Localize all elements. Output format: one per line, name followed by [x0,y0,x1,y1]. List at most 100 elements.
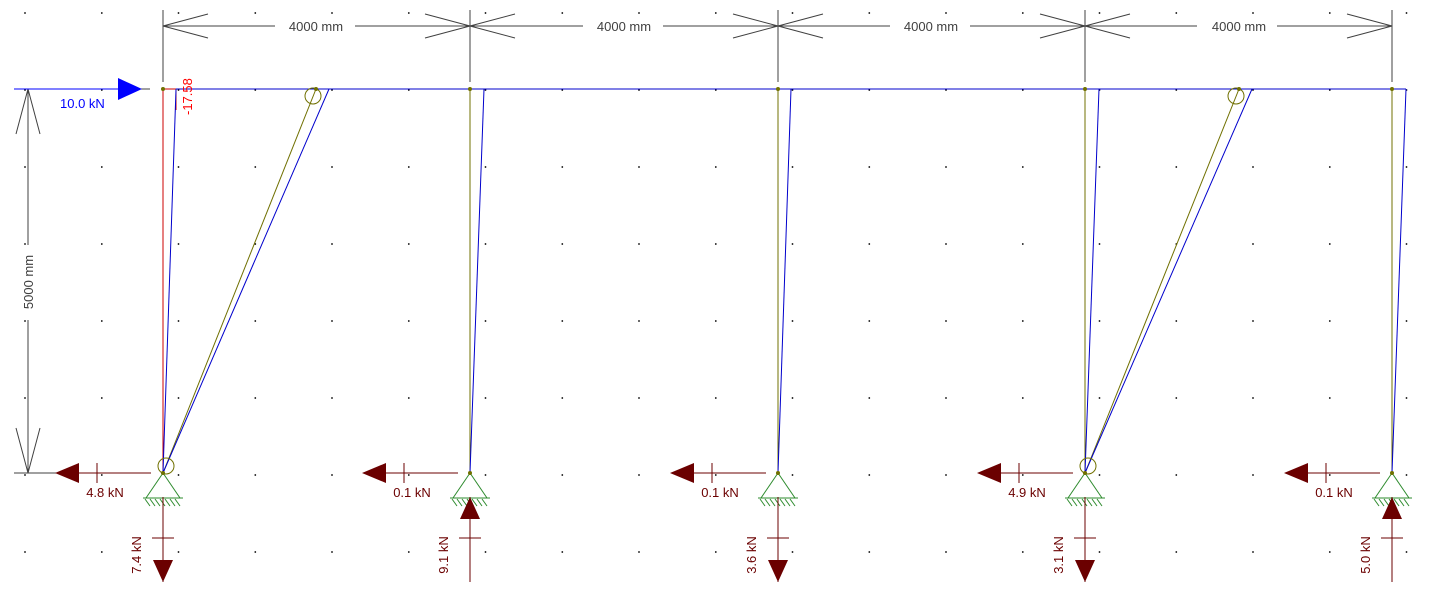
grid-dot [24,474,26,476]
grid-dot [484,474,487,476]
dim-label-span-3: 4000 mm [904,19,958,34]
grid-dot [407,320,410,322]
grid-dot [254,12,257,14]
grid-dot [714,397,717,399]
arrow-left-icon [670,463,694,483]
grid-dot [1328,397,1331,399]
grid-dot [407,474,410,476]
arrow-down-icon [768,560,788,582]
grid-dot [1021,166,1024,168]
grid-dot [714,551,717,553]
grid-dot [177,89,180,91]
vertical-reaction-label: 3.1 kN [1051,536,1066,574]
support-3: 0.1 kN3.6 kN [670,463,798,582]
grid-dot [561,89,564,91]
supports-layer: 4.8 kN7.4 kN 0.1 kN 9.1 kN 0.1 kN3.6 kN 4.9 … [55,463,1412,582]
grid-dot [1021,89,1024,91]
grid-dot [714,320,717,322]
grid-dot [945,397,947,399]
grid-dot [638,397,640,399]
grid-dot [331,89,333,91]
grid-dot [254,474,257,476]
horizontal-reaction-label: 0.1 kN [1315,485,1353,500]
grid-dot [177,12,180,14]
grid-dot [484,551,487,553]
grid-dot [561,551,564,553]
hinge-circle-icon [1079,457,1097,475]
hinge-circle-icon [1227,87,1245,105]
grid-dot [1021,551,1024,553]
grid-dot [791,320,794,322]
dim-label-span-4: 4000 mm [1212,19,1266,34]
grid-dot [714,243,717,245]
support-1: 4.8 kN7.4 kN [55,463,183,582]
grid-dot [868,89,871,91]
top-dimension [162,10,1393,82]
grid-dot [1252,89,1254,91]
grid-dot [868,397,871,399]
grid-dot [638,89,640,91]
grid-dot [100,320,103,322]
grid-dot [1175,166,1178,168]
grid-dot [638,474,640,476]
support-4: 4.9 kN 3.1 kN [977,463,1105,582]
grid-dot [1098,474,1101,476]
horizontal-reaction-2: 0.1 kN [362,463,458,500]
grid-dot [638,320,640,322]
grid-dot [331,551,333,553]
grid-dot [1405,551,1408,553]
grid-dot [1098,243,1101,245]
grid-dot [561,474,564,476]
grid-dot [24,397,26,399]
moment-value-label: -17.58 [180,78,195,115]
grid-dot [1021,397,1024,399]
grid-dot [331,12,333,14]
grid-dot [1175,320,1178,322]
vertical-reaction-label: 5.0 kN [1358,536,1373,574]
dim-label-span-1: 4000 mm [289,19,343,34]
grid-dot [1328,89,1331,91]
grid-dot [1252,551,1254,553]
horizontal-reaction-1: 4.8 kN [55,463,151,500]
horizontal-reaction-4: 4.9 kN [977,463,1073,500]
grid-dot [945,89,947,91]
grid-dot [945,551,947,553]
grid-dot [1175,12,1178,14]
dim-label-span-2: 4000 mm [597,19,651,34]
vertical-reaction-label: 9.1 kN [436,536,451,574]
arrow-right-icon [118,78,142,100]
grid-dot [1252,12,1254,14]
hinge-circle-icon [304,87,322,105]
grid-dot [791,551,794,553]
grid-dot [24,89,26,91]
grid-dot [100,551,103,553]
grid-dot [868,551,871,553]
grid-dot [484,89,487,91]
grid-dot [1175,474,1178,476]
grid-dot [638,243,640,245]
grid-dot [177,320,180,322]
grid-dot [24,320,26,322]
grid-dot [407,243,410,245]
grid-dot [714,89,717,91]
horizontal-reaction-label: 4.8 kN [86,485,124,500]
grid-dot [561,12,564,14]
grid-dot [561,397,564,399]
grid-dot [24,243,26,245]
grid-dot [177,166,180,168]
grid-dot [1252,243,1254,245]
grid-dot [331,320,333,322]
vertical-reaction-4: 3.1 kN [1051,497,1096,582]
grid-dot [868,474,871,476]
support-2: 0.1 kN 9.1 kN [362,463,490,582]
grid-dot [407,166,410,168]
grid-dot [1328,243,1331,245]
grid-dot [100,474,103,476]
grid-dot [1405,474,1408,476]
frame-members [162,88,1393,474]
grid-dot [714,166,717,168]
grid-dot [1021,474,1024,476]
grid-dot [1405,12,1408,14]
grid-dot [1098,12,1101,14]
